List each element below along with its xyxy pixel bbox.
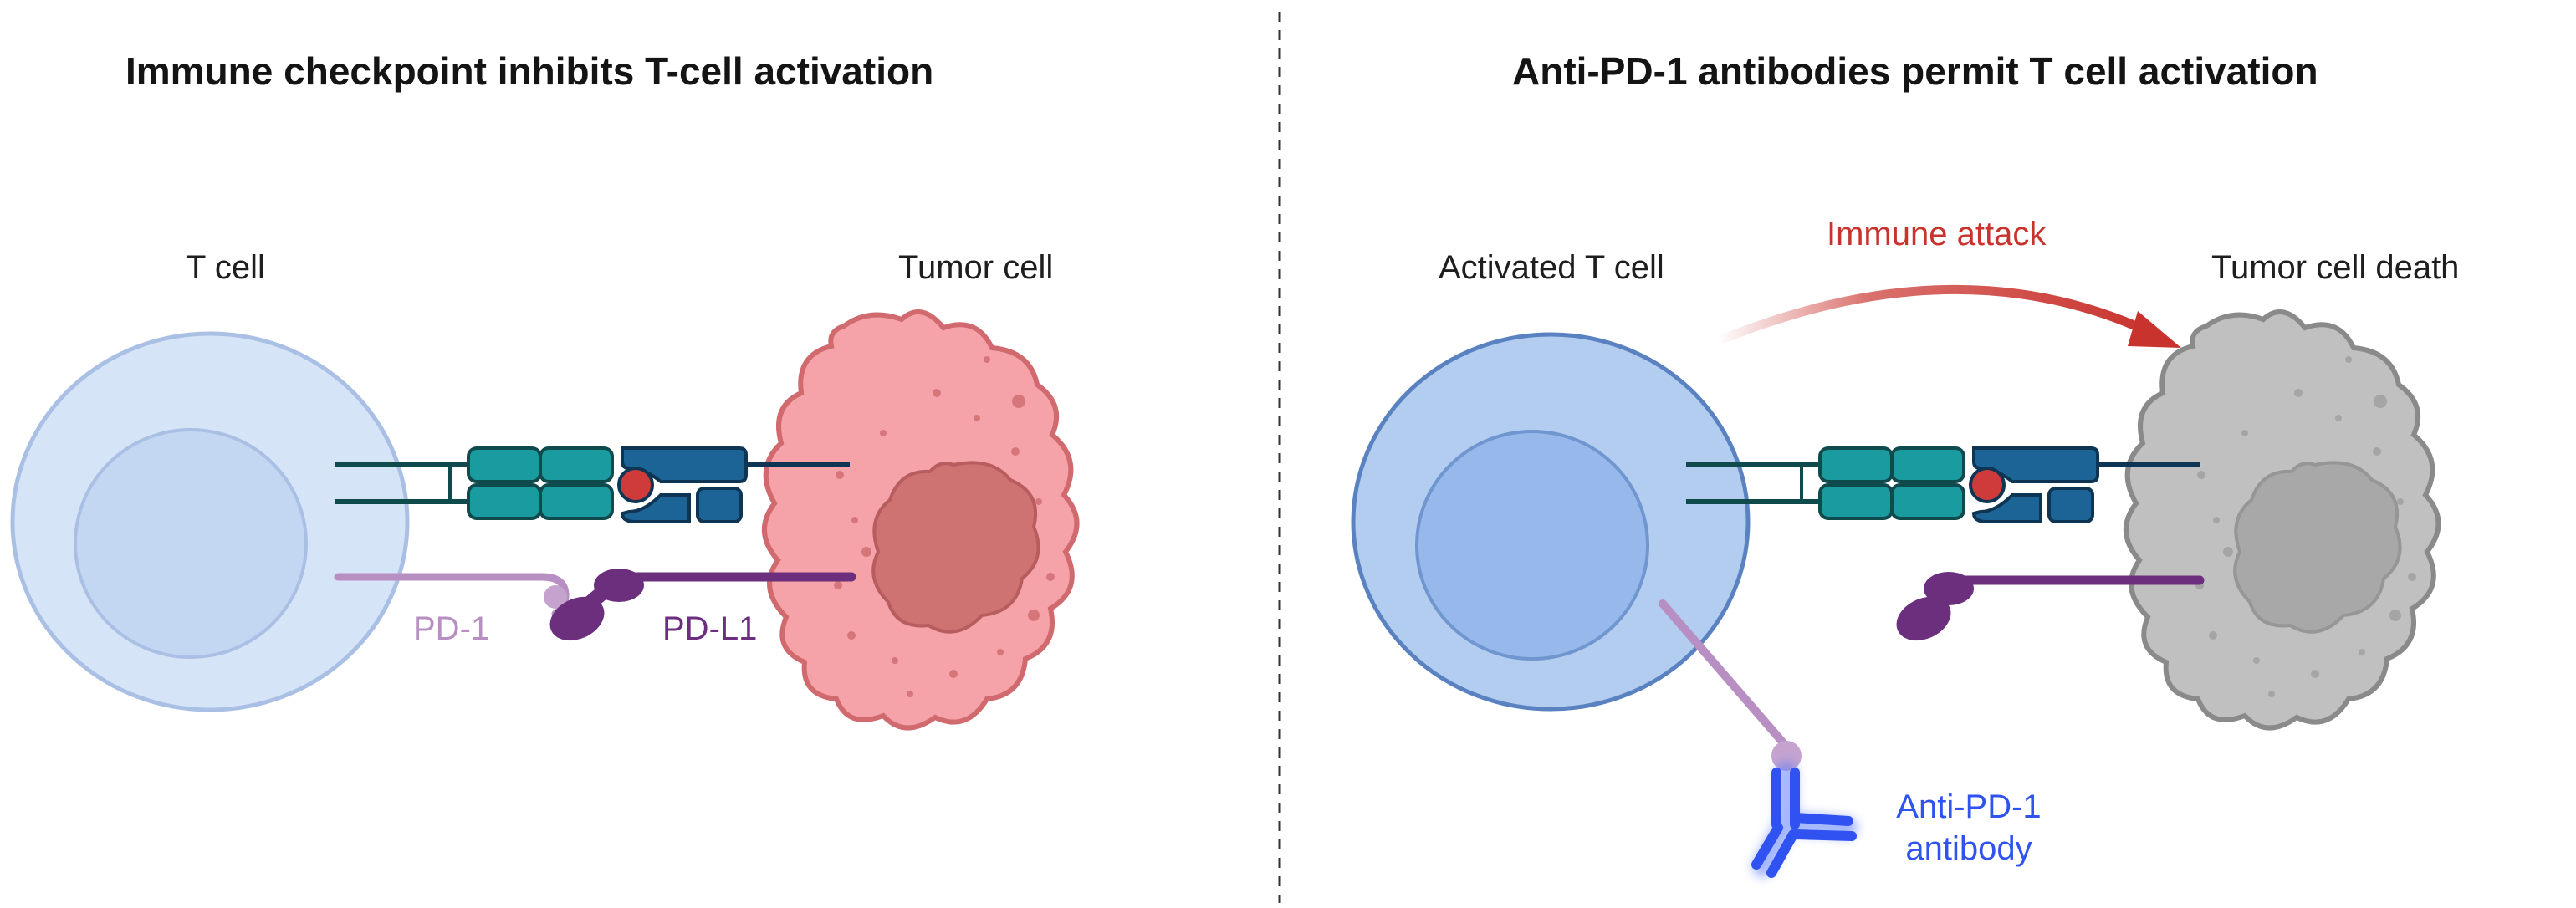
antibody-label: Anti-PD-1 antibody: [1885, 786, 2052, 870]
pd1-label: PD-1: [413, 610, 490, 647]
t-cell-activated: [1351, 332, 1751, 712]
activated-t-cell-label: Activated T cell: [1439, 249, 1664, 286]
right-panel-title: Anti-PD-1 antibodies permit T cell activ…: [1512, 49, 2318, 93]
pd1-receptor-right: [1659, 599, 1786, 745]
antibody-label-line1: Anti-PD-1: [1896, 788, 2042, 825]
t-cell-resting: [10, 331, 410, 712]
pd1-head: [544, 585, 567, 609]
tumor-cell-label: Tumor cell: [898, 249, 1054, 286]
tcr-mhc-complex-left: [335, 446, 850, 523]
tcr-mhc-complex-right: [1686, 446, 2200, 523]
t-cell-label: T cell: [186, 249, 265, 286]
pdl1-ligand-left: [549, 569, 856, 641]
immune-attack-arrow: [1715, 284, 2154, 346]
pd1-head-right: [1771, 741, 1802, 771]
antibody-label-line2: antibody: [1905, 830, 2032, 867]
tumor-cell-dead: [2124, 309, 2441, 731]
pdl1-ligand-right: [1896, 572, 2205, 641]
tumor-cell: [762, 309, 1080, 731]
immune-attack-arrowhead: [2128, 311, 2181, 348]
anti-pd1-antibody: [1751, 762, 1858, 878]
immune-attack-label: Immune attack: [1827, 216, 2047, 253]
pdl1-label: PD-L1: [662, 610, 758, 647]
tumor-cell-death-label: Tumor cell death: [2211, 249, 2460, 286]
left-panel-title: Immune checkpoint inhibits T-cell activa…: [125, 49, 934, 93]
